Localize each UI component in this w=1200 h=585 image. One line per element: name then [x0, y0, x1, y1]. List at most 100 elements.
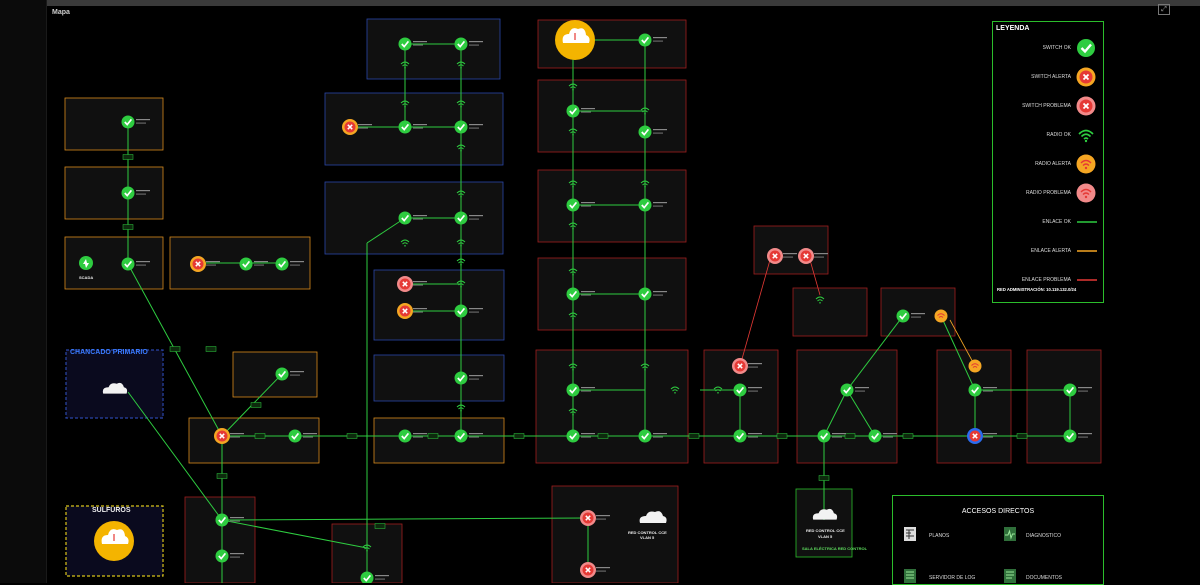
switch-ok-icon-48[interactable] [638, 287, 652, 301]
network-link-problema-1 [739, 259, 771, 367]
radio-ok-icon-55[interactable] [670, 386, 680, 394]
shortcuts-title: ACCESOS DIRECTOS [961, 508, 1035, 515]
switch-ok-icon-76[interactable] [360, 571, 374, 584]
device-label-stub [653, 129, 667, 131]
device-label-stub [883, 433, 897, 435]
switch-problema-icon-72[interactable] [967, 428, 983, 444]
device-label-stub [581, 202, 595, 204]
radio-ok-icon-50[interactable] [568, 312, 578, 320]
switch-ok-icon-18[interactable] [454, 120, 468, 134]
switch-ok-icon-34[interactable] [454, 429, 468, 443]
radio-ok-icon-15[interactable] [456, 61, 466, 69]
switch-ok-icon-10[interactable] [215, 513, 229, 527]
switch-ok-icon-52[interactable] [566, 383, 580, 397]
radio-ok-icon-46[interactable] [568, 222, 578, 230]
switch-ok-icon-32[interactable] [454, 371, 468, 385]
switch-ok-icon-43[interactable] [638, 198, 652, 212]
switch-ok-icon-22[interactable] [398, 211, 412, 225]
switch-ok-icon-29[interactable] [454, 304, 468, 318]
radio-ok-icon-31[interactable] [456, 258, 466, 266]
switch-ok-icon-56[interactable] [566, 429, 580, 443]
group-frame-5 [232, 351, 318, 398]
switch-alerta-icon-8[interactable] [214, 428, 230, 444]
switch-ok-icon-74[interactable] [1063, 429, 1077, 443]
device-label-stub [469, 44, 479, 46]
switch-problema-icon-63[interactable] [798, 248, 814, 264]
switch-ok-icon-2[interactable] [121, 186, 135, 200]
switch-ok-icon-33[interactable] [398, 429, 412, 443]
radio-ok-icon-41[interactable] [568, 83, 578, 91]
switch-ok-icon-73[interactable] [1063, 383, 1077, 397]
radio-ok-icon-44[interactable] [568, 180, 578, 188]
radio-alerta-icon-70[interactable] [968, 359, 982, 373]
device-label-stub [748, 390, 758, 392]
radio-ok-icon-38[interactable] [640, 107, 650, 115]
radio-ok-icon-49[interactable] [568, 268, 578, 276]
switch-ok-icon-13[interactable] [454, 37, 468, 51]
switch-ok-icon-3[interactable] [121, 257, 135, 271]
switch-ok-icon-65[interactable] [896, 309, 910, 323]
switch-alerta-icon-28[interactable] [397, 303, 413, 319]
radio-ok-icon-21[interactable] [456, 144, 466, 152]
radio-ok-icon-45[interactable] [640, 180, 650, 188]
switch-ok-icon-47[interactable] [566, 287, 580, 301]
radio-ok-icon-53[interactable] [640, 363, 650, 371]
switch-ok-icon-7[interactable] [275, 367, 289, 381]
link-tag-4 [205, 346, 217, 352]
switch-ok-icon-71[interactable] [968, 383, 982, 397]
switch-ok-icon-59[interactable] [733, 383, 747, 397]
switch-ok-icon-17[interactable] [398, 120, 412, 134]
device-label-stub [1078, 433, 1092, 435]
group-frame-7 [184, 496, 256, 583]
network-link-46 [221, 519, 368, 549]
switch-ok-icon-12[interactable] [398, 37, 412, 51]
switch-alerta-icon-4[interactable] [190, 256, 206, 272]
switch-alerta-icon-16[interactable] [342, 119, 358, 135]
switch-ok-icon-1[interactable] [121, 115, 135, 129]
scada-icon[interactable] [79, 256, 93, 270]
radio-ok-icon-54[interactable] [568, 408, 578, 416]
switch-ok-icon-9[interactable] [288, 429, 302, 443]
switch-ok-icon-61[interactable] [733, 429, 747, 443]
radio-ok-icon-75[interactable] [362, 544, 372, 552]
maximize-icon[interactable]: ⤢ [1158, 4, 1170, 15]
switch-ok-icon-42[interactable] [566, 198, 580, 212]
switch-ok-icon-39[interactable] [638, 125, 652, 139]
radio-ok-icon-60[interactable] [713, 386, 723, 394]
device-label-stub [469, 311, 479, 313]
switch-ok-icon-67[interactable] [840, 383, 854, 397]
switch-problema-icon-58[interactable] [732, 358, 748, 374]
switch-ok-icon-68[interactable] [817, 429, 831, 443]
switch-problema-icon-62[interactable] [767, 248, 783, 264]
radio-ok-icon-40[interactable] [568, 128, 578, 136]
switch-problema-icon-27[interactable] [397, 276, 413, 292]
switch-ok-icon-57[interactable] [638, 429, 652, 443]
radio-alerta-icon-66[interactable] [934, 309, 948, 323]
switch-problema-icon-78[interactable] [580, 562, 596, 578]
device-label-stub [748, 363, 762, 365]
switch-ok-icon-6[interactable] [275, 257, 289, 271]
device-label-stub [653, 40, 663, 42]
switch-ok-icon-23[interactable] [454, 211, 468, 225]
radio-ok-icon-14[interactable] [400, 61, 410, 69]
radio-ok-icon-20[interactable] [456, 100, 466, 108]
device-label-stub [413, 44, 423, 46]
switch-ok-icon-11[interactable] [215, 549, 229, 563]
radio-ok-icon-24[interactable] [400, 239, 410, 247]
network-link-42 [940, 315, 976, 391]
switch-ok-icon-36[interactable] [638, 33, 652, 47]
radio-ok-icon-26[interactable] [456, 190, 466, 198]
legend-item-radio-alerta: RADIO ALERTA [993, 152, 1103, 176]
radio-ok-icon-51[interactable] [568, 363, 578, 371]
switch-ok-icon-37[interactable] [566, 104, 580, 118]
radio-ok-icon-30[interactable] [456, 280, 466, 288]
device-label-stub [136, 122, 146, 124]
radio-ok-icon-35[interactable] [456, 404, 466, 412]
switch-problema-icon-77[interactable] [580, 510, 596, 526]
radio-ok-icon-64[interactable] [815, 296, 825, 304]
switch-ok-icon-5[interactable] [239, 257, 253, 271]
radio-ok-icon-25[interactable] [456, 239, 466, 247]
group-frame-27 [551, 485, 679, 583]
radio-ok-icon-19[interactable] [400, 100, 410, 108]
switch-ok-icon-69[interactable] [868, 429, 882, 443]
